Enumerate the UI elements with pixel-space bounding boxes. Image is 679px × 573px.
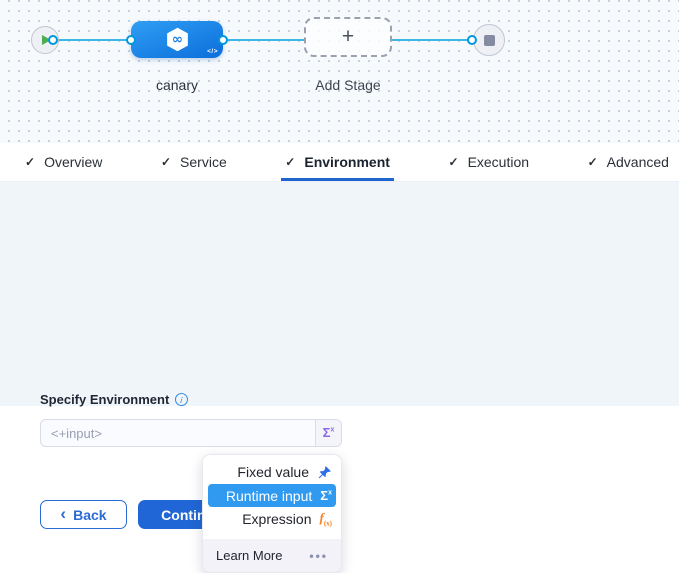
check-icon: ✓ xyxy=(285,155,296,169)
environment-input-group: Σx xyxy=(40,419,342,447)
stage-right-port xyxy=(218,35,228,45)
connector-line xyxy=(53,39,131,41)
deploy-stage-icon: ∞ xyxy=(166,27,188,52)
tab-label: Execution xyxy=(467,154,530,170)
menu-item-expression[interactable]: Expression f(x) xyxy=(203,508,341,530)
back-button[interactable]: ‹ Back xyxy=(40,500,127,529)
check-icon: ✓ xyxy=(448,155,459,169)
check-icon: ✓ xyxy=(25,155,36,169)
runtime-sigma-icon: Σx xyxy=(320,488,332,503)
info-icon[interactable]: i xyxy=(174,392,190,407)
chevron-left-icon: ‹ xyxy=(60,504,67,523)
tab-overview[interactable]: ✓ Overview xyxy=(25,143,102,181)
tab-service[interactable]: ✓ Service xyxy=(161,143,227,181)
expression-fx-icon: f(x) xyxy=(319,509,332,528)
connector-line xyxy=(223,39,304,41)
sigma-icon: Σx xyxy=(322,425,335,440)
tab-label: Service xyxy=(180,154,227,170)
pipeline-end-node[interactable] xyxy=(473,24,505,56)
play-icon xyxy=(42,35,51,45)
tab-label: Overview xyxy=(44,154,103,170)
menu-item-label: Runtime input xyxy=(225,487,313,504)
tab-advanced[interactable]: ✓ Advanced xyxy=(588,143,669,181)
plus-icon: + xyxy=(341,24,355,48)
specify-environment-row: Specify Environment i xyxy=(40,392,190,407)
stage-node-canary[interactable]: ∞ </> xyxy=(131,21,223,58)
environment-tab-panel: Specify Environment i Σx ‹ Back Continue… xyxy=(0,182,679,573)
environment-input[interactable] xyxy=(41,420,315,446)
learn-more-link[interactable]: Learn More xyxy=(216,548,283,563)
connector-line xyxy=(392,39,472,41)
tab-label: Advanced xyxy=(606,154,669,170)
stage-left-port xyxy=(126,35,136,45)
check-icon: ✓ xyxy=(160,155,172,169)
start-node-port xyxy=(48,35,58,45)
menu-item-label: Expression xyxy=(242,511,312,527)
menu-footer: Learn More ••• xyxy=(203,539,341,572)
pipeline-canvas: ∞ </> + canary Add Stage xyxy=(0,0,679,143)
add-stage-button[interactable]: + xyxy=(304,17,392,57)
menu-item-runtime-input[interactable]: Runtime input Σx xyxy=(208,484,336,507)
menu-item-fixed-value[interactable]: Fixed value xyxy=(203,461,341,483)
runtime-input-selector-button[interactable]: Σx xyxy=(315,420,341,446)
add-stage-label: Add Stage xyxy=(315,77,381,93)
stage-name-label: canary xyxy=(155,77,199,93)
input-type-menu: Fixed value Runtime input Σx Expression … xyxy=(202,454,342,573)
pin-icon xyxy=(318,465,331,478)
tab-environment[interactable]: ✓ Environment xyxy=(281,143,394,181)
specify-environment-label: Specify Environment xyxy=(40,392,170,407)
code-icon: </> xyxy=(207,48,218,55)
back-button-label: Back xyxy=(73,506,107,523)
stop-icon xyxy=(483,34,495,46)
tab-execution[interactable]: ✓ Execution xyxy=(449,143,530,181)
check-icon: ✓ xyxy=(587,155,598,169)
tab-label: Environment xyxy=(304,154,390,170)
stage-tabs: ✓ Overview ✓ Service ✓ Environment ✓ Exe… xyxy=(0,143,679,182)
more-options-icon[interactable]: ••• xyxy=(309,548,328,563)
svg-text:∞: ∞ xyxy=(171,32,182,48)
menu-item-label: Fixed value xyxy=(237,464,309,480)
end-node-port xyxy=(467,35,477,45)
